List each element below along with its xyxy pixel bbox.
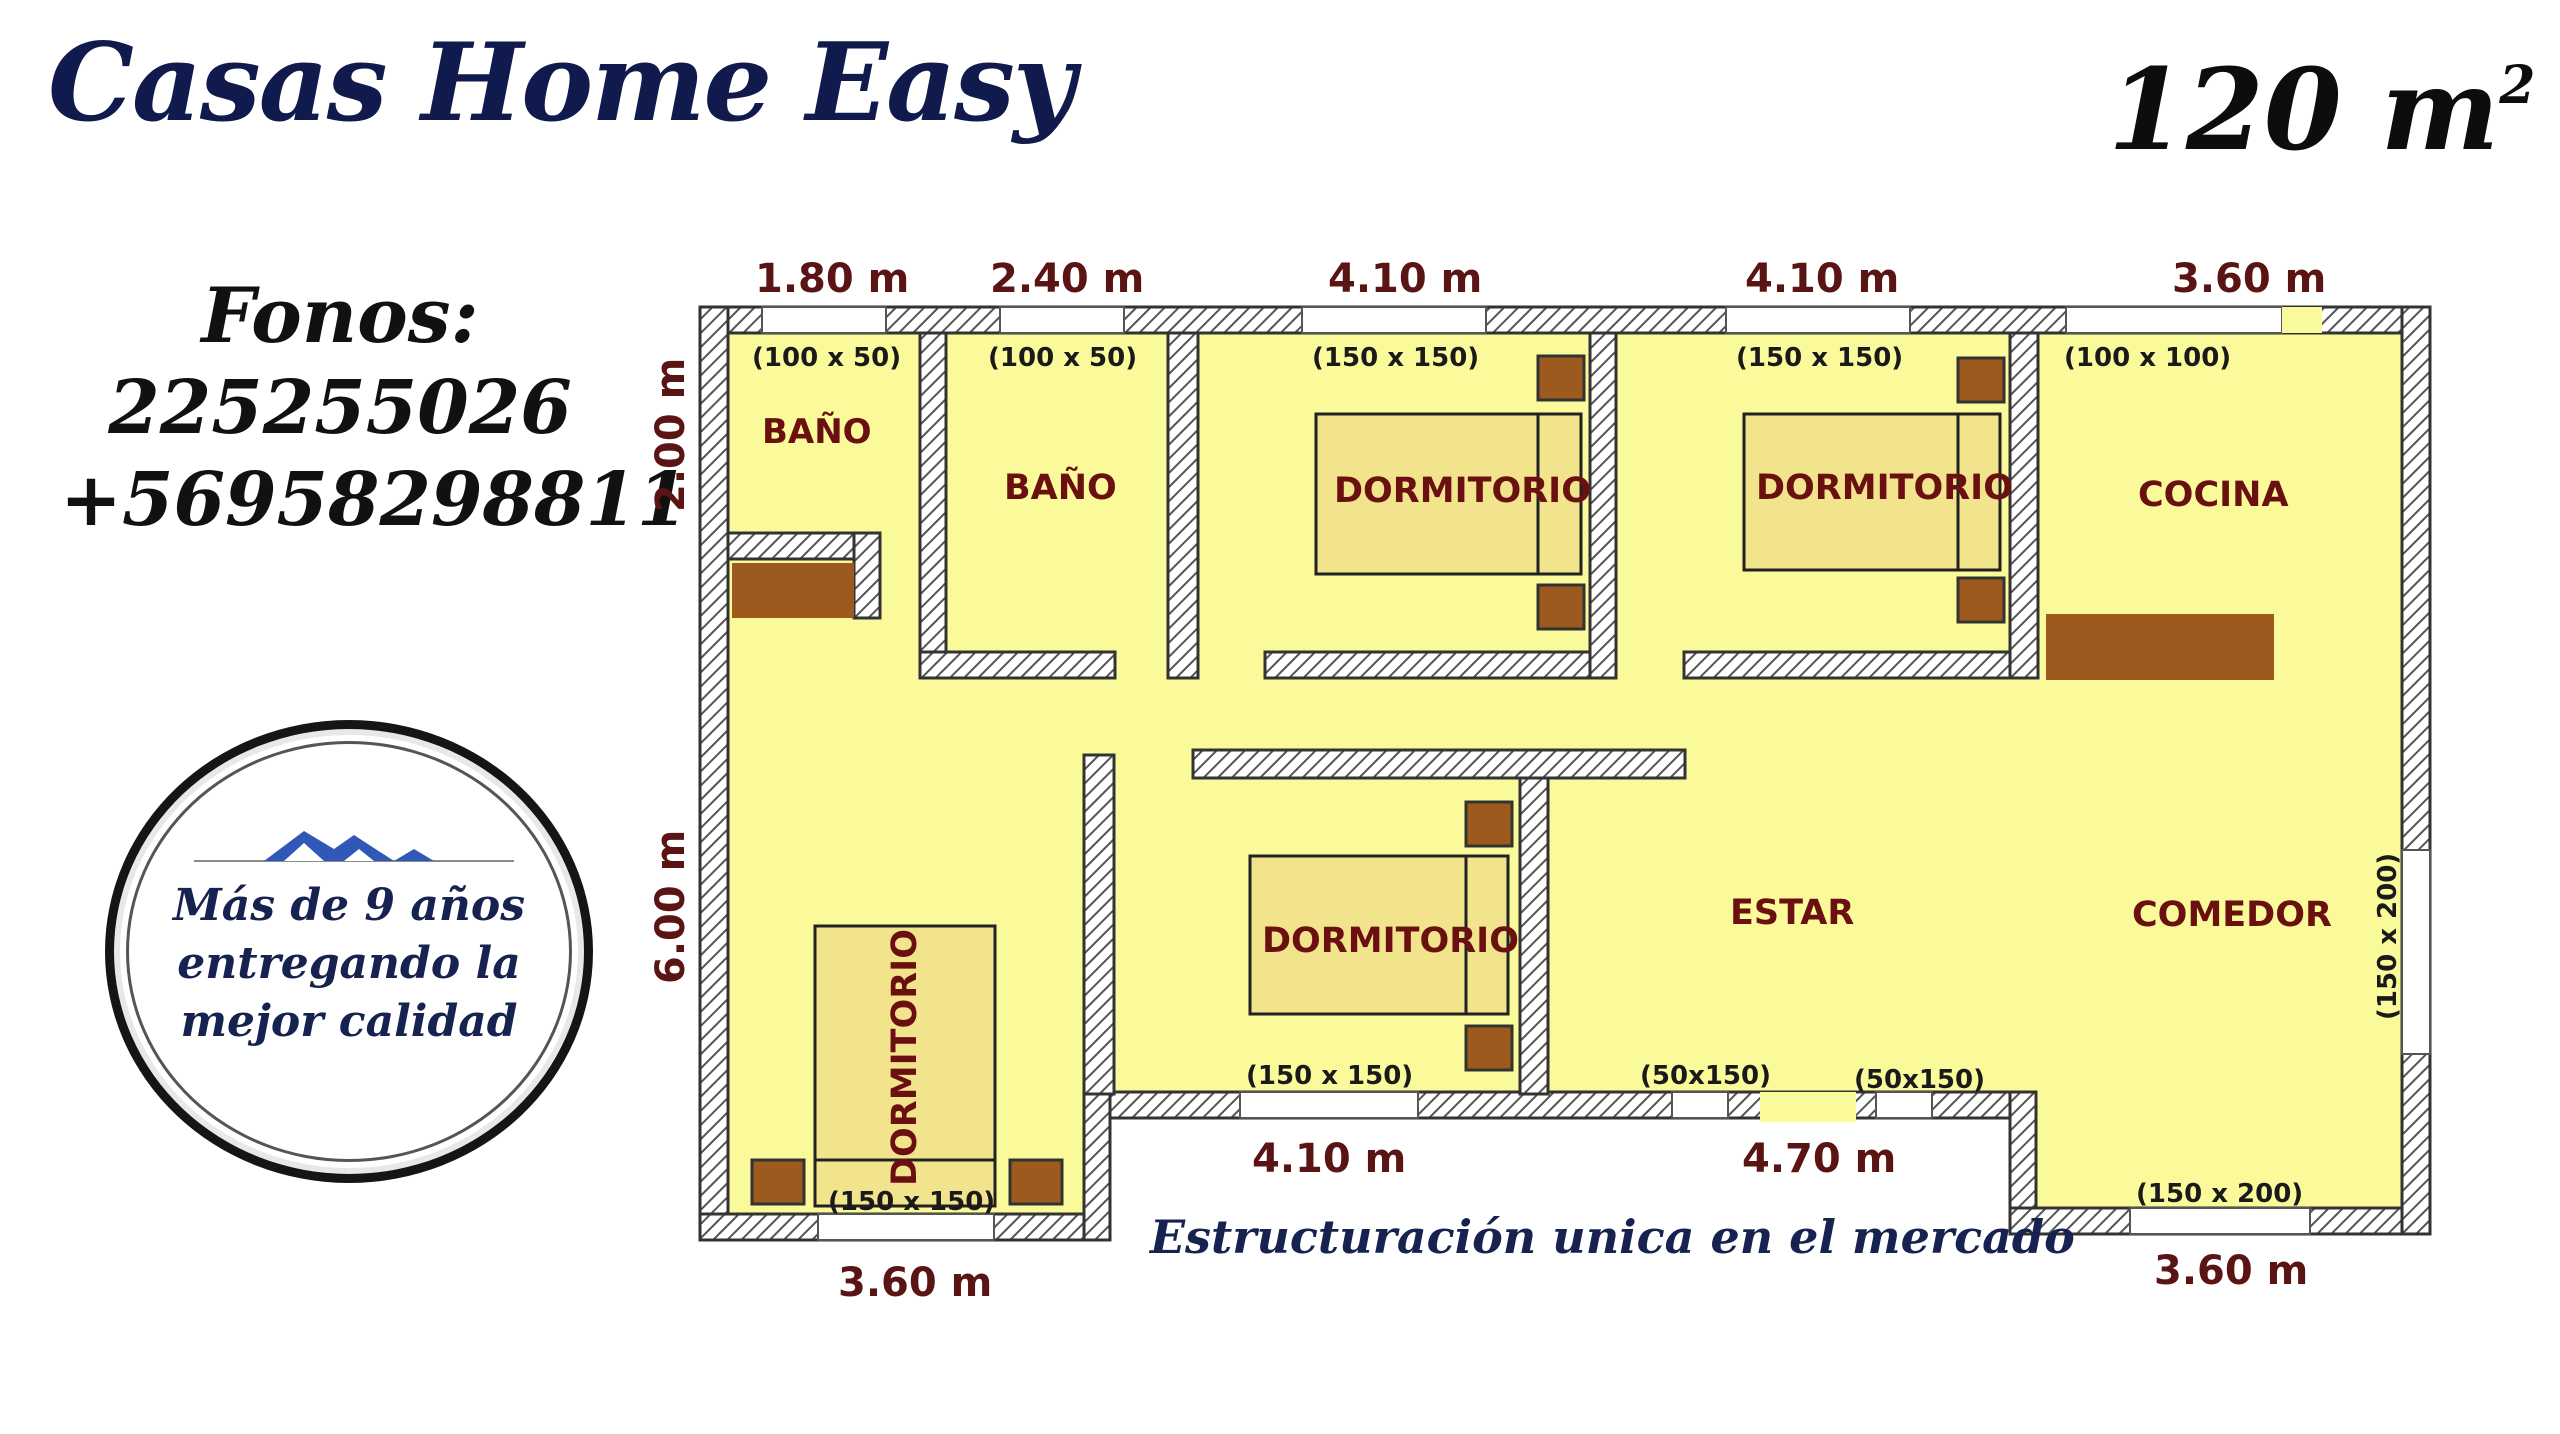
opening-dormitorio-2: (150 x 150) <box>1736 343 1903 373</box>
dim-bottom-4: 3.60 m <box>2154 1248 2308 1294</box>
dim-top-3: 4.10 m <box>1328 256 1482 302</box>
badge-line-3: mejor calidad <box>180 996 518 1047</box>
opening-cocina: (100 x 100) <box>2064 343 2231 373</box>
opening-comedor-side: (150 x 200) <box>2373 853 2403 1020</box>
room-cocina: COCINA <box>2138 475 2289 515</box>
dim-bottom-2: 4.10 m <box>1252 1136 1406 1182</box>
badge-inner-ring <box>126 741 572 1162</box>
phone-number-1: 225255026 <box>108 365 572 451</box>
room-dormitorio-2: DORMITORIO <box>1756 468 2013 508</box>
outer-walls <box>698 305 2432 1242</box>
house-logo-icon <box>194 831 514 862</box>
dim-left-top: 2.00 m <box>648 358 694 512</box>
interior-walls <box>726 331 2040 1096</box>
brand-title: Casas Home Easy <box>48 20 1076 146</box>
entrance-door-gap <box>1760 1092 1856 1122</box>
area-label: 120 m2 <box>2108 45 2535 176</box>
room-bano-2: BAÑO <box>1004 466 1117 508</box>
room-bano-1: BAÑO <box>762 411 872 452</box>
tagline: Estructuración unica en el mercado <box>1150 1210 2075 1264</box>
room-comedor: COMEDOR <box>2132 895 2332 935</box>
phones-label: Fonos: <box>201 271 479 360</box>
opening-bano-2: (100 x 50) <box>988 343 1137 373</box>
badge-line-1: Más de 9 años <box>173 880 525 931</box>
phone-number-2: +56958298811 <box>60 457 689 543</box>
room-dormitorio-3: DORMITORIO <box>1262 921 1519 961</box>
dim-bottom-1: 3.60 m <box>838 1260 992 1306</box>
opening-dormitorio-4: (150 x 150) <box>828 1187 995 1217</box>
beds <box>813 412 2002 1208</box>
area-unit-superscript: 2 <box>2499 55 2536 116</box>
opening-estar-2: (50x150) <box>1854 1065 1985 1095</box>
contact-block: Fonos: 225255026 +56958298811 <box>60 270 689 546</box>
badge-text: Más de 9 años entregando la mejor calida… <box>114 877 584 1051</box>
window-openings <box>761 306 2431 1241</box>
quality-badge: Más de 9 años entregando la mejor calida… <box>105 720 593 1183</box>
badge-line-2: entregando la <box>177 938 521 989</box>
room-dormitorio-4: DORMITORIO <box>885 929 925 1186</box>
room-estar: ESTAR <box>1730 893 1854 933</box>
dim-top-5: 3.60 m <box>2172 256 2326 302</box>
opening-estar-1: (50x150) <box>1640 1061 1771 1091</box>
dim-top-1: 1.80 m <box>755 256 909 302</box>
kitchen-corner-gap <box>2282 307 2322 333</box>
dim-top-4: 4.10 m <box>1745 256 1899 302</box>
room-dormitorio-1: DORMITORIO <box>1334 471 1591 511</box>
dim-left-bottom: 6.00 m <box>648 830 694 984</box>
furniture <box>732 354 2274 1206</box>
opening-bano-1: (100 x 50) <box>752 343 901 373</box>
dim-top-2: 2.40 m <box>990 256 1144 302</box>
opening-comedor-bottom: (150 x 200) <box>2136 1179 2303 1209</box>
counter-bano <box>732 563 854 618</box>
counter-cocina <box>2046 614 2274 680</box>
area-value: 120 m <box>2108 45 2500 176</box>
opening-dormitorio-1: (150 x 150) <box>1312 343 1479 373</box>
opening-dormitorio-3: (150 x 150) <box>1246 1061 1413 1091</box>
dim-bottom-3: 4.70 m <box>1742 1136 1896 1182</box>
